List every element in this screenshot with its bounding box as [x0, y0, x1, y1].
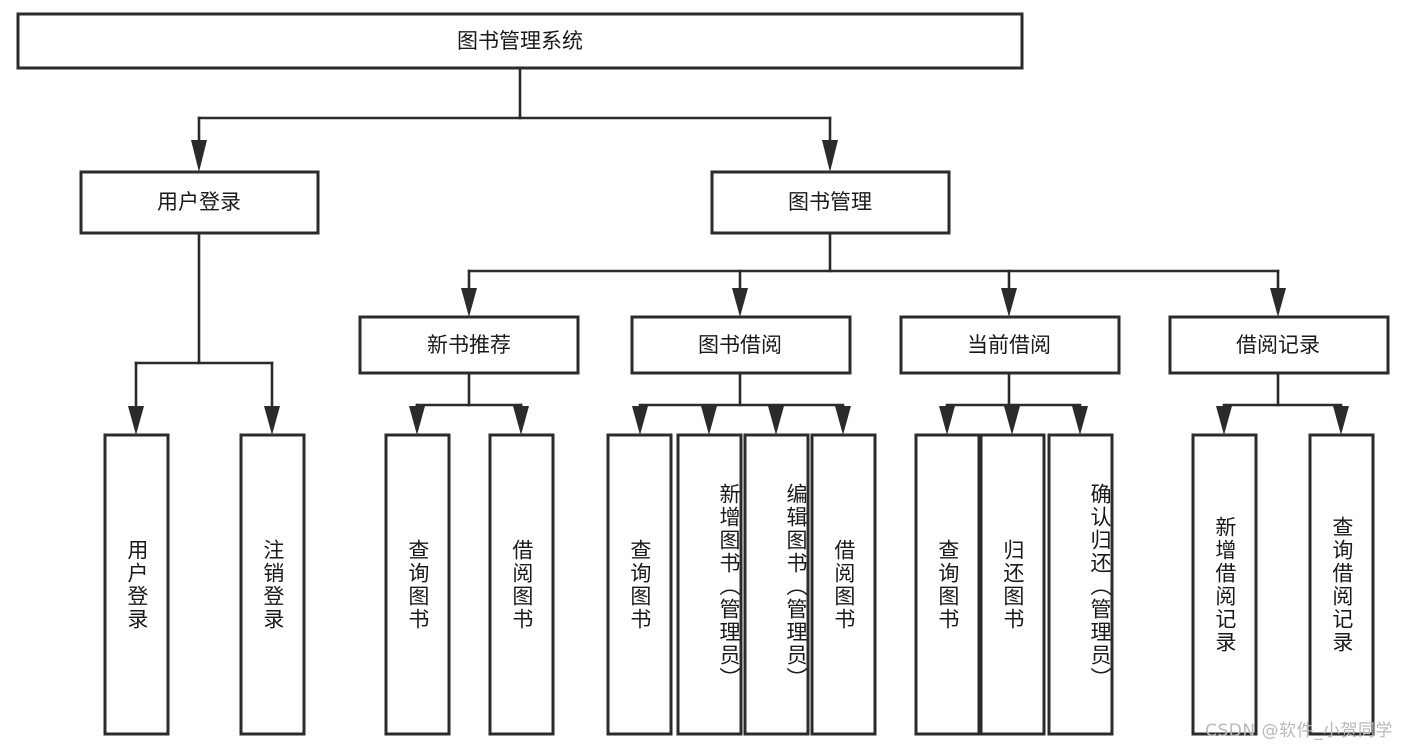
node-leaf-borrow-book-box[interactable] [810, 433, 877, 736]
arrowhead-leaf-query-book-rec [409, 406, 425, 435]
node-borrow-record[interactable]: 借阅记录 [1168, 315, 1390, 375]
arrowhead-leaf-query-book-borrow [632, 406, 648, 435]
node-user-login-box[interactable] [79, 170, 320, 235]
node-leaf-query-book-current-box[interactable] [914, 433, 981, 736]
node-borrow-record-label: 借阅记录 [1236, 333, 1320, 357]
node-current-borrow[interactable]: 当前借阅 [899, 315, 1121, 375]
arrowhead-leaf-query-borrow-record [1333, 406, 1349, 435]
node-leaf-confirm-return-admin-box[interactable] [1047, 433, 1114, 736]
node-book-management-box[interactable] [710, 170, 951, 235]
node-leaf-return-book-box[interactable] [979, 433, 1046, 736]
node-book-borrow-box[interactable] [630, 315, 852, 375]
node-user-login[interactable]: 用户登录 [79, 170, 320, 235]
node-leaf-query-book-borrow-box[interactable] [606, 433, 673, 736]
arrowhead-leaf-return-book [1004, 406, 1020, 435]
node-new-book-recommend-box[interactable] [358, 315, 580, 375]
node-book-management-label: 图书管理 [788, 190, 872, 214]
connector-group [128, 66, 1349, 435]
arrowhead-leaf-borrow-book-rec [513, 406, 529, 435]
node-leaf-query-borrow-record-box[interactable] [1308, 433, 1375, 736]
node-current-borrow-box[interactable] [899, 315, 1121, 375]
arrowhead-leaf-borrow-book [835, 406, 851, 435]
node-root-box[interactable] [16, 12, 1024, 70]
node-leaf-borrow-book-rec-box[interactable] [488, 433, 555, 736]
arrowhead-borrow-record [1270, 288, 1286, 317]
arrowhead-new-book-recommend [461, 288, 477, 317]
node-borrow-record-box[interactable] [1168, 315, 1390, 375]
arrowhead-book-borrow [732, 288, 748, 317]
arrowhead-leaf-add-book-admin [701, 406, 717, 435]
arrowhead-leaf-user-login [128, 406, 144, 435]
arrowhead-leaf-confirm-return-admin [1072, 406, 1088, 435]
arrowhead-user-login [191, 140, 207, 172]
node-book-management[interactable]: 图书管理 [710, 170, 951, 235]
node-current-borrow-label: 当前借阅 [967, 333, 1051, 357]
node-leaf-add-borrow-record-box[interactable] [1191, 433, 1258, 736]
arrowhead-leaf-query-book-current [939, 406, 955, 435]
arrowhead-book-management [822, 140, 838, 172]
node-new-book-recommend-label: 新书推荐 [427, 333, 511, 357]
node-leaf-logout-login-box[interactable] [239, 433, 306, 736]
arrowhead-leaf-add-borrow-record [1216, 406, 1232, 435]
node-leaf-edit-book-admin-box[interactable] [743, 433, 810, 736]
node-leaf-user-login-box[interactable] [103, 433, 170, 736]
arrowhead-leaf-edit-book-admin [768, 406, 784, 435]
node-root[interactable]: 图书管理系统 [16, 12, 1024, 70]
arrowhead-leaf-logout-login [264, 406, 280, 435]
node-leaf-query-book-rec-box[interactable] [384, 433, 451, 736]
watermark-text: CSDN @软件_小贺同学 [1205, 721, 1393, 741]
node-user-login-label: 用户登录 [157, 190, 241, 214]
arrowhead-current-borrow [1001, 288, 1017, 317]
node-root-label: 图书管理系统 [457, 29, 583, 53]
node-leaf-add-book-admin-box[interactable] [676, 433, 743, 736]
node-new-book-recommend[interactable]: 新书推荐 [358, 315, 580, 375]
node-book-borrow[interactable]: 图书借阅 [630, 315, 852, 375]
node-book-borrow-label: 图书借阅 [698, 333, 782, 357]
